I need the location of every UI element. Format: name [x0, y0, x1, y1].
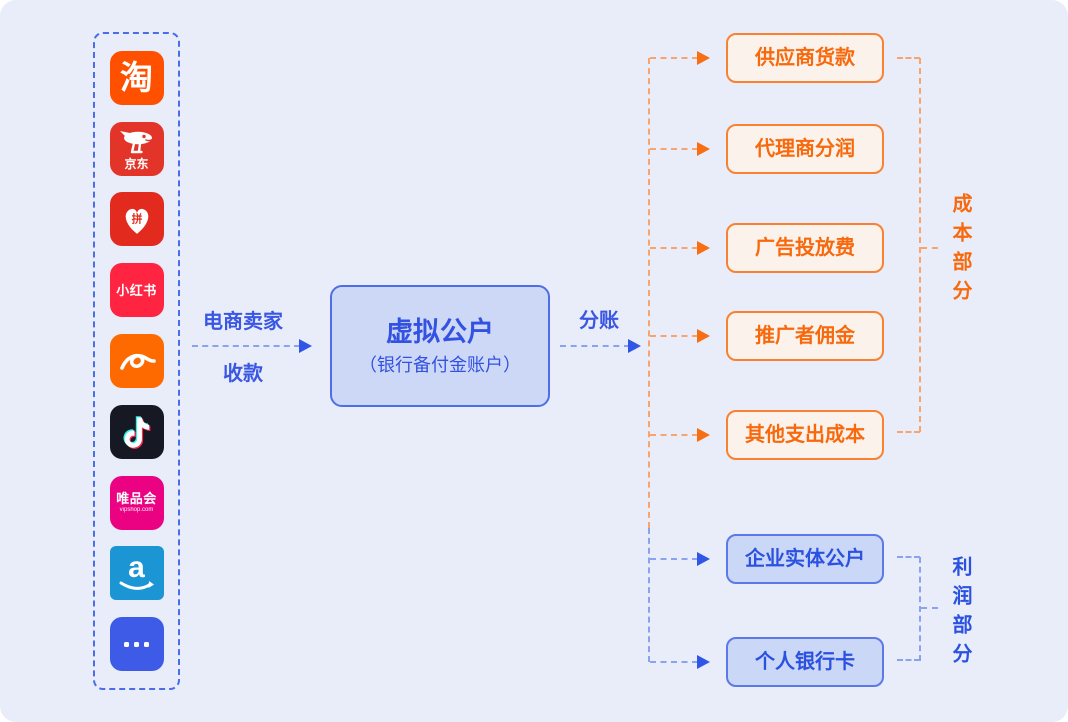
svg-text:拼: 拼	[131, 213, 142, 226]
branch-arrowhead-ads-icon	[697, 241, 710, 255]
split-arrowhead-icon	[628, 339, 641, 353]
alibaba-icon	[109, 333, 164, 388]
cost-bracket-tick	[921, 247, 938, 249]
branch-arrowhead-other-icon	[697, 428, 710, 442]
branch-line-ads	[650, 247, 698, 249]
collect-label-top: 电商卖家	[203, 311, 283, 333]
vipshop-icon: 唯品会 vipshop.com	[109, 475, 164, 530]
branch-arrowhead-agent-icon	[697, 142, 710, 156]
cost-box-supplier: 供应商货款	[726, 33, 884, 83]
jd-icon: 京东	[109, 121, 164, 176]
profit-group-label: 利润部分	[949, 556, 971, 672]
spine-profit-line	[648, 528, 650, 662]
ellipsis-icon	[124, 641, 149, 647]
taobao-glyph: 淘	[120, 59, 153, 97]
branch-arrowhead-corporate-icon	[697, 552, 710, 566]
virtual-account-box: 虚拟公户 （银行备付金账户）	[330, 285, 550, 407]
branch-line-personal	[650, 661, 698, 663]
branch-arrowhead-personal-icon	[697, 655, 710, 669]
collect-arrow-line	[192, 345, 300, 347]
douyin-note-icon	[122, 416, 150, 449]
pinduoduo-heart-icon: 拼	[125, 209, 148, 235]
cost-box-promoter: 推广者佣金	[726, 311, 884, 361]
profit-box-corporate: 企业实体公户	[726, 534, 884, 584]
profit-box-personal: 个人银行卡	[726, 637, 884, 687]
virtual-account-subtitle: （银行备付金账户）	[359, 354, 521, 375]
cost-box-other: 其他支出成本	[726, 410, 884, 460]
xiaohongshu-icon: 小红书	[109, 263, 164, 318]
cost-bracket-bottom	[897, 431, 920, 433]
more-platforms-icon	[109, 617, 164, 672]
platforms-panel: 淘 京东 拼 小红书	[93, 32, 180, 690]
pinduoduo-icon: 拼	[109, 192, 164, 247]
xiaohongshu-label: 小红书	[116, 282, 157, 298]
branch-line-promoter	[650, 335, 698, 337]
cost-bracket-vertical	[919, 58, 921, 432]
taobao-icon: 淘	[109, 50, 164, 105]
amazon-a-glyph: a	[128, 550, 145, 584]
douyin-icon	[109, 404, 164, 459]
split-label: 分账	[579, 310, 619, 332]
profit-bracket-vertical	[919, 557, 921, 661]
branch-line-other	[650, 434, 698, 436]
amazon-smile-icon	[119, 580, 154, 590]
cost-group-label: 成本部分	[949, 193, 971, 309]
branch-line-corporate	[650, 558, 698, 560]
profit-bracket-tick	[921, 607, 938, 609]
split-arrow-line	[560, 345, 630, 347]
cost-bracket-top	[897, 57, 920, 59]
alibaba-smile-icon	[119, 353, 156, 370]
cost-box-agent: 代理商分润	[726, 124, 884, 174]
virtual-account-title: 虚拟公户	[386, 316, 494, 347]
profit-bracket-bottom	[897, 659, 920, 661]
profit-bracket-top	[897, 556, 920, 558]
jd-label: 京东	[124, 157, 149, 172]
jd-mascot-icon	[119, 131, 154, 154]
spine-cost-line	[648, 58, 650, 528]
branch-line-supplier	[650, 57, 698, 59]
cost-box-ads: 广告投放费	[726, 223, 884, 273]
collect-arrowhead-icon	[299, 339, 312, 353]
branch-line-agent	[650, 148, 698, 150]
branch-arrowhead-promoter-icon	[697, 329, 710, 343]
amazon-icon: a	[109, 546, 164, 601]
vipshop-url: vipshop.com	[119, 507, 154, 514]
vipshop-label: 唯品会	[116, 491, 157, 507]
branch-arrowhead-supplier-icon	[697, 51, 710, 65]
collect-label-bottom: 收款	[223, 363, 263, 385]
